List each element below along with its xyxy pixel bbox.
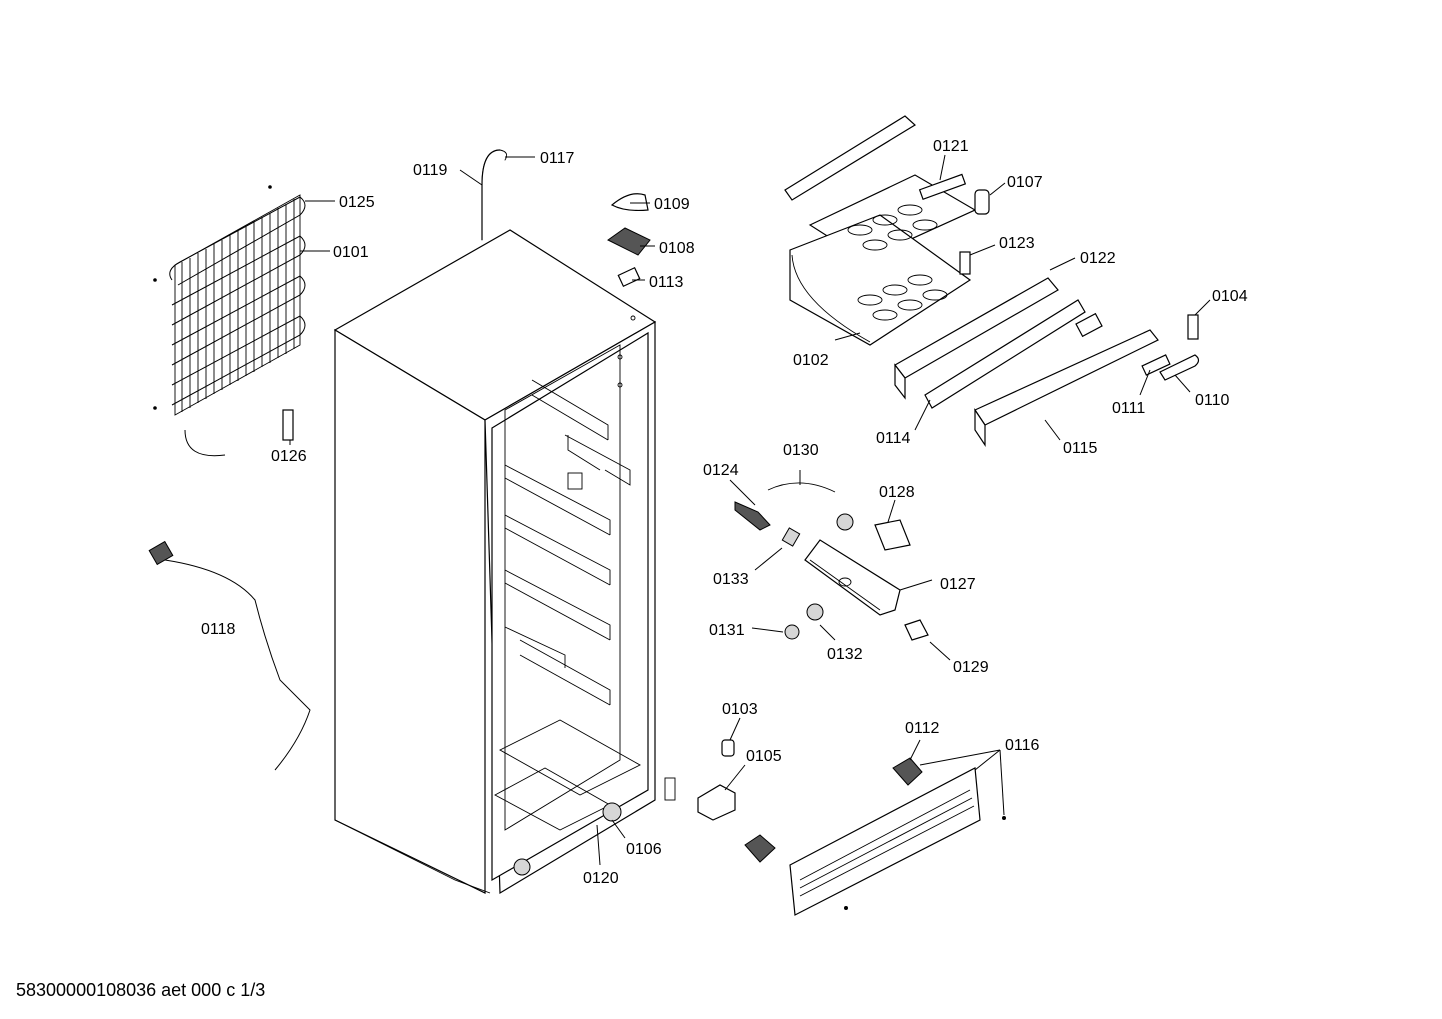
cover-part bbox=[610, 193, 649, 212]
base-grille-part bbox=[789, 767, 981, 916]
callout-0105: 0105 bbox=[746, 748, 782, 765]
callout-0126: 0126 bbox=[271, 448, 307, 465]
callout-0129: 0129 bbox=[953, 659, 989, 676]
callout-0118: 0118 bbox=[201, 621, 236, 638]
condenser-part bbox=[153, 185, 306, 457]
dryer-filter-part bbox=[282, 409, 294, 441]
callout-0113: 0113 bbox=[649, 274, 684, 291]
callout-0101: 0101 bbox=[333, 244, 369, 261]
callout-0125: 0125 bbox=[339, 194, 375, 211]
callout-0107: 0107 bbox=[1007, 174, 1043, 191]
callout-0115: 0115 bbox=[1063, 440, 1098, 457]
callout-0114: 0114 bbox=[876, 430, 911, 447]
hinge-pin-part bbox=[721, 739, 735, 757]
callout-0122: 0122 bbox=[1080, 250, 1116, 267]
callout-0127: 0127 bbox=[940, 576, 976, 593]
callout-0123: 0123 bbox=[999, 235, 1035, 252]
cabinet-part bbox=[333, 229, 676, 895]
callout-0120: 0120 bbox=[583, 870, 619, 887]
thermostat-housing-part bbox=[734, 482, 929, 641]
callout-0121: 0121 bbox=[933, 138, 969, 155]
callout-0116: 0116 bbox=[1005, 737, 1040, 754]
power-cord-part bbox=[148, 540, 311, 771]
document-reference: 58300000108036 aet 000 c 1/3 bbox=[16, 980, 266, 1000]
callout-0117: 0117 bbox=[540, 150, 575, 167]
callout-0124: 0124 bbox=[703, 462, 739, 479]
callout-0110: 0110 bbox=[1195, 392, 1230, 409]
evaporator-part bbox=[784, 115, 990, 346]
callout-0106: 0106 bbox=[626, 841, 662, 858]
callout-0111: 0111 bbox=[1112, 400, 1145, 417]
callout-0119: 0119 bbox=[413, 162, 448, 179]
callout-0132: 0132 bbox=[827, 646, 863, 663]
callout-0131: 0131 bbox=[709, 622, 745, 639]
callout-0112: 0112 bbox=[905, 720, 940, 737]
callout-0109: 0109 bbox=[654, 196, 690, 213]
hinge-bracket-part bbox=[697, 784, 736, 821]
callout-0102: 0102 bbox=[793, 352, 829, 369]
thermostat-holder-part bbox=[607, 227, 651, 256]
callout-0130: 0130 bbox=[783, 442, 819, 459]
callout-0104: 0104 bbox=[1212, 288, 1248, 305]
callout-0108: 0108 bbox=[659, 240, 695, 257]
callout-0103: 0103 bbox=[722, 701, 758, 718]
callout-0133: 0133 bbox=[713, 571, 749, 588]
callout-0128: 0128 bbox=[879, 484, 915, 501]
